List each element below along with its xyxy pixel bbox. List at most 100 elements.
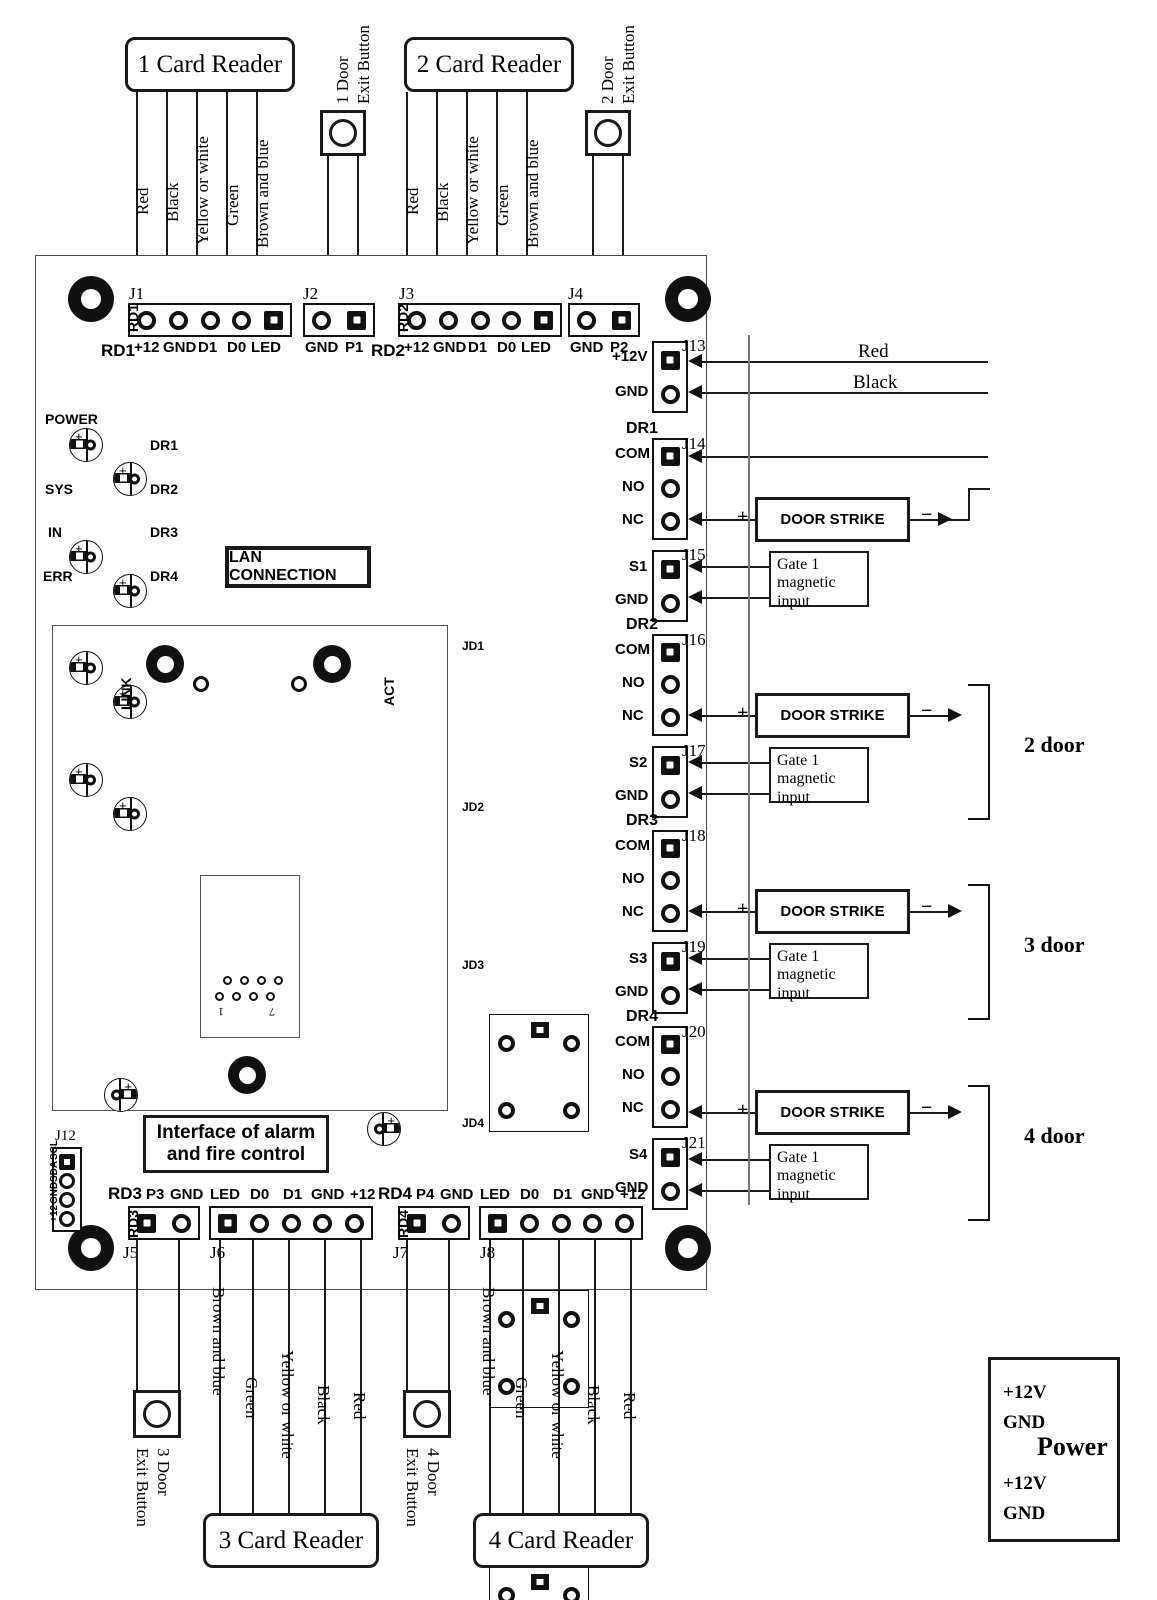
- pad-j6-1[interactable]: [218, 1213, 237, 1233]
- wire-label-rd4-4: Red: [620, 1392, 639, 1420]
- wire-exit2-b: [622, 156, 624, 320]
- pad-j13-1[interactable]: [660, 350, 680, 370]
- pad-j14-1[interactable]: [660, 446, 680, 466]
- pad-j16-1[interactable]: [660, 642, 680, 662]
- pad-j6-3[interactable]: [281, 1213, 301, 1233]
- pad-j12-2[interactable]: [59, 1173, 75, 1189]
- pin-label-j20-3: NC: [622, 1099, 644, 1116]
- pad-j7-1[interactable]: [407, 1213, 426, 1233]
- terminal-strip-j14[interactable]: [652, 438, 688, 540]
- pad-j3-4[interactable]: [502, 310, 522, 330]
- exit-button-2[interactable]: [585, 110, 631, 156]
- terminal-strip-j18[interactable]: [652, 830, 688, 932]
- pad-j1-5[interactable]: [264, 310, 283, 330]
- terminal-strip-j16[interactable]: [652, 634, 688, 736]
- pad-j1-2[interactable]: [168, 310, 188, 330]
- terminal-strip-j2[interactable]: [303, 303, 375, 337]
- pad-j6-5[interactable]: [345, 1213, 364, 1233]
- pad-j8-4[interactable]: [583, 1213, 603, 1233]
- pad-j17-1[interactable]: [660, 755, 680, 775]
- pad-j12-1[interactable]: [59, 1154, 75, 1170]
- terminal-strip-j19[interactable]: [652, 942, 688, 1014]
- terminal-strip-j8[interactable]: [479, 1206, 643, 1240]
- pad-j18-2[interactable]: [660, 871, 680, 891]
- pad-j12-3[interactable]: [59, 1192, 75, 1208]
- pad-j5-1[interactable]: [137, 1213, 156, 1233]
- pad-j1-4[interactable]: [232, 310, 252, 330]
- terminal-strip-j6[interactable]: [209, 1206, 373, 1240]
- pad-j7-2[interactable]: [442, 1213, 461, 1233]
- pad-j15-2[interactable]: [660, 593, 680, 613]
- terminal-strip-j20[interactable]: [652, 1026, 688, 1128]
- door-strike-2-minus: −: [921, 700, 933, 722]
- pad-j1-1[interactable]: [137, 310, 156, 330]
- pad-j8-5[interactable]: [615, 1213, 634, 1233]
- terminal-strip-j5[interactable]: [128, 1206, 200, 1240]
- pad-j4-2[interactable]: [612, 310, 631, 330]
- door-strike-3-minus: −: [921, 896, 933, 918]
- terminal-strip-j15[interactable]: [652, 550, 688, 622]
- terminal-strip-j3[interactable]: [398, 303, 562, 337]
- terminal-strip-j17[interactable]: [652, 746, 688, 818]
- group-label-rd1-top: RD1: [125, 303, 141, 332]
- pad-j21-1[interactable]: [660, 1147, 680, 1167]
- wire-rd4-red: [630, 1240, 632, 1513]
- wire-strike3-left: [700, 911, 755, 913]
- pad-j17-2[interactable]: [660, 789, 680, 809]
- pad-j18-1[interactable]: [660, 838, 680, 858]
- pad-j19-1[interactable]: [660, 951, 680, 971]
- pad-j14-3[interactable]: [660, 512, 680, 532]
- pad-j21-2[interactable]: [660, 1181, 680, 1201]
- pad-j15-1[interactable]: [660, 559, 680, 579]
- terminal-strip-j7[interactable]: [398, 1206, 470, 1240]
- exit-button-1-label-line1: 1 Door: [333, 56, 352, 104]
- rj45-connector[interactable]: 1 7: [200, 875, 300, 1038]
- pad-j8-1[interactable]: [488, 1213, 507, 1233]
- pad-j20-3[interactable]: [660, 1100, 680, 1120]
- pad-j12-4[interactable]: [59, 1211, 75, 1227]
- led-dr2: +: [113, 574, 147, 608]
- pad-j5-2[interactable]: [172, 1213, 191, 1233]
- pin-label-j2-2: P1: [345, 339, 364, 356]
- pad-j2-1[interactable]: [312, 310, 331, 330]
- pad-j1-3[interactable]: [200, 310, 220, 330]
- pad-j18-3[interactable]: [660, 904, 680, 924]
- group-label-rd4-side: RD4: [395, 1209, 411, 1238]
- exit-button-4-circle: [413, 1400, 441, 1428]
- pad-j6-2[interactable]: [249, 1213, 269, 1233]
- pin-label-j1-1: +12: [134, 339, 160, 356]
- terminal-strip-j12[interactable]: [52, 1147, 82, 1232]
- terminal-strip-j4[interactable]: [568, 303, 640, 337]
- exit-button-3[interactable]: [133, 1390, 181, 1438]
- pad-j16-2[interactable]: [660, 675, 680, 695]
- pad-j8-3[interactable]: [551, 1213, 571, 1233]
- pad-j3-2[interactable]: [438, 310, 458, 330]
- terminal-strip-j1[interactable]: [128, 303, 292, 337]
- pad-j3-1[interactable]: [407, 310, 426, 330]
- pad-j13-2[interactable]: [660, 384, 680, 404]
- terminal-strip-j13[interactable]: [652, 341, 688, 413]
- pin-label-j16-1: COM: [615, 641, 650, 658]
- pad-j6-4[interactable]: [313, 1213, 333, 1233]
- pad-j2-2[interactable]: [347, 310, 366, 330]
- exit-button-1[interactable]: [320, 110, 366, 156]
- pad-j14-2[interactable]: [660, 479, 680, 499]
- pad-j3-3[interactable]: [470, 310, 490, 330]
- wire-exit1-a: [327, 156, 329, 320]
- terminal-strip-j21[interactable]: [652, 1138, 688, 1210]
- pad-j3-5[interactable]: [534, 310, 553, 330]
- pad-j20-1[interactable]: [660, 1034, 680, 1054]
- pad-j19-2[interactable]: [660, 985, 680, 1005]
- power-pin-12v-1: +12V: [1003, 1382, 1047, 1403]
- rj45-pin-b1: [215, 992, 224, 1001]
- pad-j4-1[interactable]: [577, 310, 596, 330]
- exit-button-4[interactable]: [403, 1390, 451, 1438]
- wire-rd4-black: [594, 1240, 596, 1513]
- pad-j20-2[interactable]: [660, 1067, 680, 1087]
- wire-rd1-green: [226, 92, 228, 320]
- group-label-dr1: DR1: [626, 420, 659, 437]
- pad-j8-2[interactable]: [519, 1213, 539, 1233]
- pin-label-j3-4: D0: [497, 339, 517, 356]
- pad-j16-3[interactable]: [660, 708, 680, 728]
- relay-jd2-pad-1: [498, 1311, 515, 1328]
